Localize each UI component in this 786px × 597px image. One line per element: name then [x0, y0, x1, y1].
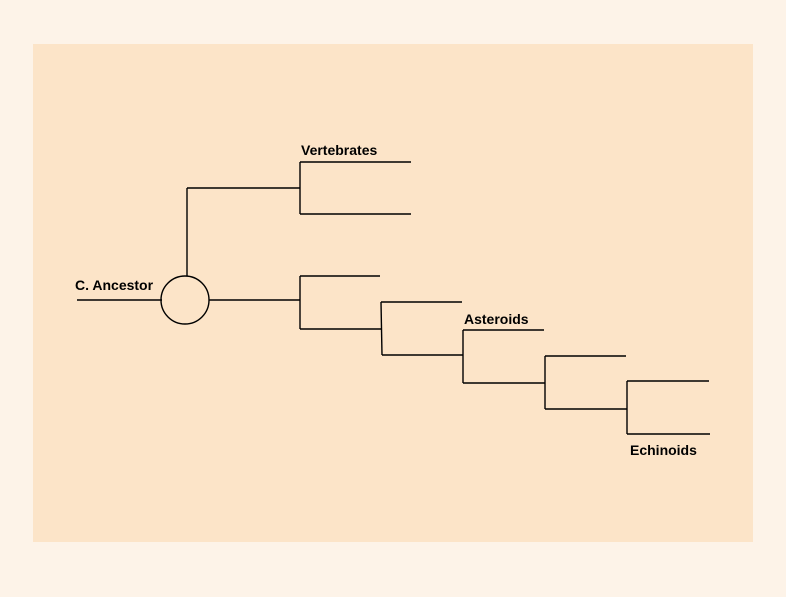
echinoids-label: Echinoids [630, 442, 697, 458]
vertebrates-label: Vertebrates [301, 142, 377, 158]
ancestor-label: C. Ancestor [75, 277, 154, 293]
ancestor-node [160, 275, 210, 325]
split-2 [380, 301, 383, 356]
asteroids-label: Asteroids [464, 311, 529, 327]
diagram-panel [33, 44, 753, 542]
